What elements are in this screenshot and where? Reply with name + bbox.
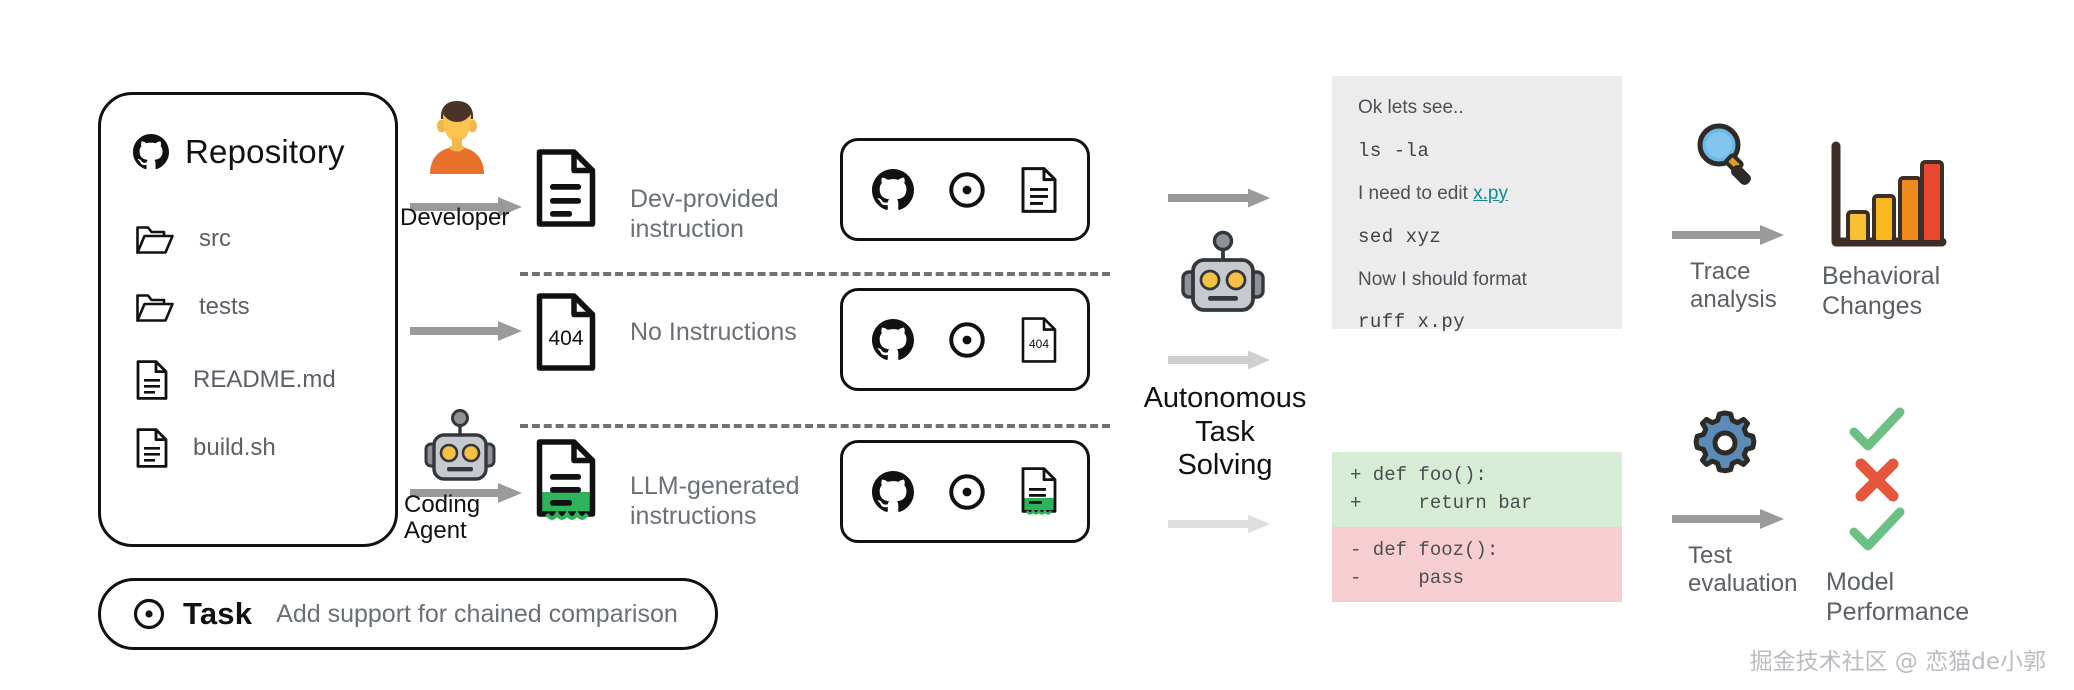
target-icon bbox=[946, 319, 988, 361]
diff-added-lines: + def foo(): + return bar bbox=[1332, 452, 1622, 528]
repository-card: Repository src tests bbox=[98, 92, 398, 547]
github-icon bbox=[872, 318, 914, 361]
task-description: Add support for chained comparison bbox=[276, 599, 678, 628]
row-separator bbox=[520, 424, 1110, 428]
stage-arrow-in bbox=[1168, 188, 1270, 208]
repo-item-buildsh[interactable]: build.sh bbox=[135, 427, 276, 469]
repo-item-label: README.md bbox=[193, 366, 336, 393]
model-performance-label: Model Performance bbox=[1826, 568, 1970, 626]
diff-panel: + def foo(): + return bar - def fooz(): … bbox=[1332, 452, 1622, 603]
gear-icon bbox=[1692, 410, 1758, 476]
developer-avatar-icon bbox=[418, 92, 496, 174]
transcript-line: ruff x.py bbox=[1358, 311, 1466, 334]
document-icon bbox=[535, 148, 597, 228]
transcript-text: I need to edit bbox=[1358, 182, 1474, 204]
svg-text:404: 404 bbox=[548, 327, 583, 350]
folder-icon bbox=[135, 223, 175, 255]
stage-arrow-out-2 bbox=[1168, 514, 1270, 534]
folder-icon bbox=[135, 291, 175, 323]
transcript-line: I need to edit x.py bbox=[1358, 182, 1596, 205]
target-icon bbox=[131, 596, 167, 632]
flow-arrow bbox=[1672, 224, 1784, 246]
agent-transcript-panel: Ok lets see.. ls -la I need to edit x.py… bbox=[1332, 76, 1622, 333]
repo-item-tests[interactable]: tests bbox=[135, 291, 250, 323]
trace-analysis-label: Trace analysis bbox=[1690, 258, 1777, 314]
robot-icon bbox=[418, 409, 502, 488]
svg-text:404: 404 bbox=[1029, 337, 1049, 351]
task-label: Task bbox=[183, 596, 253, 631]
repo-item-src[interactable]: src bbox=[135, 223, 231, 255]
target-icon bbox=[946, 471, 988, 513]
watermark: 掘金技术社区 @ 恋猫de小郭 bbox=[1749, 649, 2046, 675]
repo-item-label: tests bbox=[199, 293, 250, 320]
document-icon bbox=[135, 359, 169, 401]
test-evaluation-label: Test evaluation bbox=[1688, 542, 1798, 598]
cross-icon bbox=[1852, 456, 1902, 504]
transcript-line: Now I should format bbox=[1358, 268, 1527, 290]
flow-arrow bbox=[1672, 508, 1784, 530]
bundle-box-noinstr: 404 bbox=[840, 288, 1090, 391]
transcript-line: Ok lets see.. bbox=[1358, 97, 1464, 118]
repo-item-label: build.sh bbox=[193, 434, 276, 461]
stage-label: Autonomous Task Solving bbox=[1143, 382, 1307, 482]
document-green-icon bbox=[1020, 466, 1058, 518]
flow-arrow bbox=[410, 320, 522, 342]
document-green-icon bbox=[535, 438, 597, 524]
transcript-line: sed xyz bbox=[1358, 225, 1442, 248]
target-icon bbox=[946, 169, 988, 211]
developer-label: Developer bbox=[400, 204, 510, 231]
diff-removed-lines: - def fooz(): - pass bbox=[1332, 527, 1622, 603]
stage-arrow-out bbox=[1168, 350, 1270, 370]
repository-title: Repository bbox=[185, 133, 345, 170]
bar-chart-icon bbox=[1826, 141, 1948, 254]
github-icon bbox=[872, 168, 914, 211]
github-icon bbox=[872, 470, 914, 513]
document-icon bbox=[135, 427, 169, 469]
row-caption: LLM-generated instructions bbox=[630, 472, 800, 530]
repo-item-readme[interactable]: README.md bbox=[135, 359, 336, 401]
flow-arrow bbox=[410, 482, 522, 504]
row-caption: No Instructions bbox=[630, 318, 797, 346]
github-icon bbox=[133, 134, 169, 170]
row-separator bbox=[520, 272, 1110, 276]
file-link[interactable]: x.py bbox=[1473, 182, 1509, 204]
flow-arrow bbox=[410, 196, 522, 218]
check-icon bbox=[1848, 506, 1906, 554]
bundle-box-llm bbox=[840, 440, 1090, 543]
coding-agent-label: Coding Agent bbox=[404, 491, 481, 544]
document-404-icon: 404 bbox=[1020, 316, 1058, 364]
repository-header: Repository bbox=[133, 133, 345, 171]
document-404-icon: 404 bbox=[535, 292, 597, 372]
row-caption: Dev-provided instruction bbox=[630, 185, 779, 243]
bundle-box-dev bbox=[840, 138, 1090, 241]
robot-icon bbox=[1175, 230, 1271, 322]
transcript-line: ls -la bbox=[1358, 139, 1430, 162]
document-icon bbox=[1020, 166, 1058, 214]
behavioral-changes-label: Behavioral Changes bbox=[1822, 262, 1941, 320]
magnifier-icon bbox=[1690, 118, 1762, 190]
task-pill: Task Add support for chained comparison bbox=[98, 578, 718, 650]
repo-item-label: src bbox=[199, 225, 231, 252]
check-icon bbox=[1848, 406, 1906, 454]
